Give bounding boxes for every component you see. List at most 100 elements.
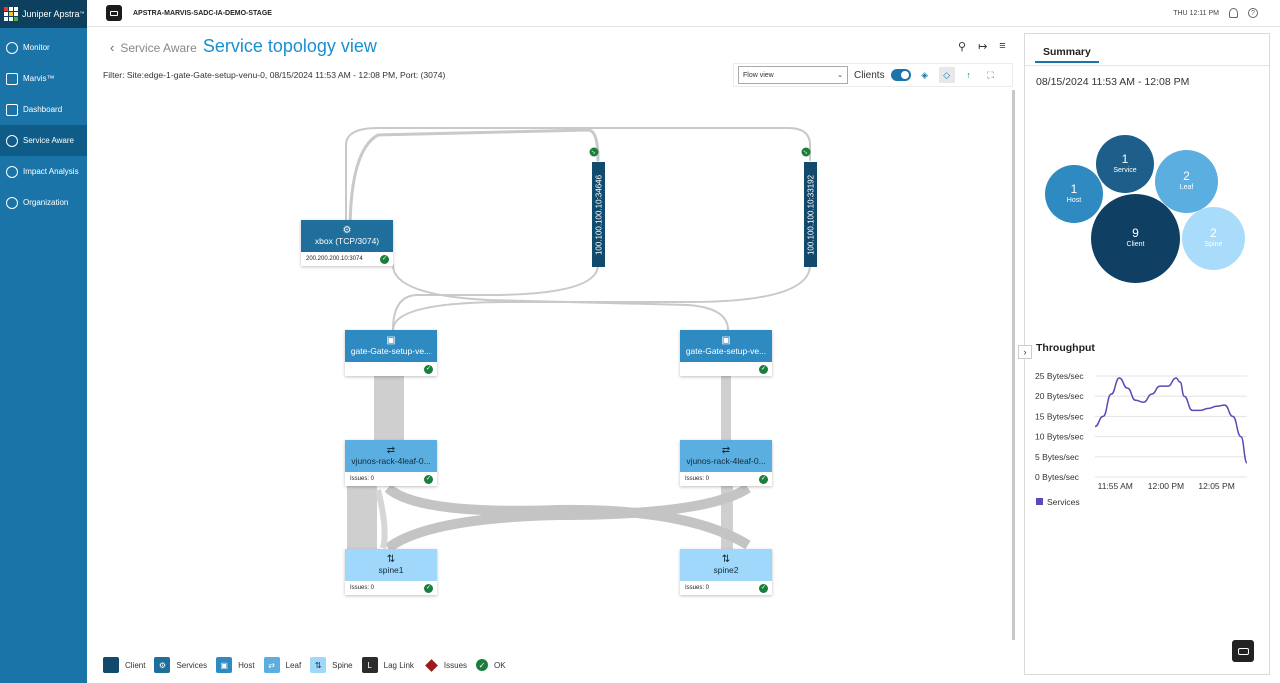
view-select[interactable]: Flow view⌄ [738, 66, 848, 84]
legend-label: Issues [443, 660, 468, 670]
legend-item: ⇄Leaf [263, 657, 301, 673]
issues-count: Issues: 0 [685, 585, 710, 591]
y-tick-label: 0 Bytes/sec [1035, 472, 1080, 482]
sidebar-item-dashboard[interactable]: Dashboard [0, 94, 87, 125]
breadcrumb[interactable]: Service Aware [120, 41, 197, 55]
arrow-up-icon[interactable]: ↑ [966, 70, 971, 80]
service-aware-icon [6, 134, 18, 147]
sidebar-item-marvis[interactable]: Marvis™ [0, 63, 87, 94]
legend-item: L Lag Link [361, 657, 414, 673]
y-tick-label: 20 Bytes/sec [1035, 391, 1084, 401]
summary-panel: Summary 08/15/2024 11:53 AM - 12:08 PM 1… [1018, 33, 1270, 675]
juniper-logo-icon [4, 7, 18, 21]
back-chevron-icon[interactable]: ‹ [110, 40, 115, 55]
legend-label: Spine [332, 660, 353, 670]
filter-icon[interactable]: ≡ [999, 40, 1006, 52]
app-fab-icon[interactable] [1232, 640, 1254, 662]
issues-count: Issues: 0 [350, 476, 375, 482]
leaf-node[interactable]: ⇄vjunos-rack-4leaf-0... Issues: 0✓ [680, 440, 772, 486]
leaf-node-label: vjunos-rack-4leaf-0... [351, 456, 431, 466]
y-tick-label: 5 Bytes/sec [1035, 452, 1080, 462]
monitor-icon [6, 41, 18, 54]
bubble-label: Leaf [1179, 184, 1194, 191]
throughput-title: Throughput [1036, 342, 1095, 354]
service-node[interactable]: ⚙xbox (TCP/3074) 200.200.200.10:3074 ✓ [301, 220, 393, 266]
host-node[interactable]: ▣gate-Gate-setup-ve... ✓ [680, 330, 772, 376]
sidebar-item-organization[interactable]: Organization [0, 187, 87, 218]
sidebar-item-service-aware[interactable]: Service Aware [0, 125, 87, 156]
ok-icon: ✓ [476, 659, 489, 671]
current-time: THU 12:11 PM [1173, 9, 1219, 17]
bubble-count: 9 [1132, 226, 1139, 240]
summary-date-range: 08/15/2024 11:53 AM - 12:08 PM [1036, 76, 1190, 88]
services-icon: ⚙ [342, 225, 352, 236]
ok-check-icon: ✓ [424, 474, 433, 484]
topbar: APSTRA-MARVIS-SADC-IA-DEMO-STAGE THU 12:… [87, 0, 1280, 27]
org-name[interactable]: APSTRA-MARVIS-SADC-IA-DEMO-STAGE [133, 9, 272, 17]
collapse-panel-chevron-icon[interactable]: › [1018, 345, 1032, 359]
x-tick-label: 11:55 AM [1098, 481, 1133, 491]
client-node[interactable]: ✓ 100.100.100.10:34646 [589, 147, 605, 267]
legend-swatch [1036, 498, 1043, 505]
issues-count: Issues: 0 [350, 585, 375, 591]
y-tick-label: 25 Bytes/sec [1035, 371, 1084, 381]
clients-toggle[interactable] [890, 69, 911, 81]
canvas-scrollbar[interactable] [1012, 90, 1015, 640]
brand-tm: ™ [79, 11, 85, 17]
services-icon: ⚙ [154, 657, 171, 673]
bubble-count: 1 [1070, 181, 1078, 196]
bubble-count: 1 [1121, 151, 1129, 166]
ok-check-icon: ✓ [380, 254, 389, 264]
fullscreen-icon[interactable]: ⛶ [987, 69, 994, 80]
layers-icon[interactable]: ◇ [938, 67, 955, 83]
spine-node[interactable]: ⇅spine1 Issues: 0✓ [345, 549, 437, 595]
bubble-label: Client [1126, 241, 1145, 248]
bubble-label: Host [1066, 196, 1082, 204]
sidebar-item-monitor[interactable]: Monitor [0, 32, 87, 63]
impact-analysis-icon [6, 165, 18, 178]
host-node-label: gate-Gate-setup-ve... [350, 346, 432, 356]
lag-link-icon: L [361, 657, 378, 673]
search-icon[interactable]: ⚲ [958, 41, 967, 53]
spine-node-label: spine1 [378, 565, 404, 575]
export-icon[interactable]: ↦ [978, 41, 988, 53]
legend-item: Issues [423, 658, 468, 672]
bubble-count: 2 [1210, 226, 1217, 240]
host-icon: ▣ [386, 335, 396, 346]
sidebar-item-impact-analysis[interactable]: Impact Analysis [0, 156, 87, 187]
sidebar-item-label: Organization [23, 198, 69, 207]
leaf-node-label: vjunos-rack-4leaf-0... [686, 456, 766, 466]
topology-links [345, 127, 811, 553]
leaf-node[interactable]: ⇄vjunos-rack-4leaf-0... Issues: 0✓ [345, 440, 437, 486]
locate-icon[interactable]: ◈ [921, 69, 929, 80]
legend-label: Lag Link [383, 660, 414, 670]
user-icon[interactable] [1229, 8, 1238, 18]
ok-check-icon: ✓ [759, 474, 768, 484]
ok-check-icon: ✓ [801, 147, 811, 157]
legend-item: ⇅ Spine [310, 657, 353, 673]
view-select-value: Flow view [743, 71, 774, 79]
legend-series-name: Services [1047, 497, 1080, 507]
clients-label: Clients [854, 69, 885, 81]
legend-item: Client [103, 657, 145, 673]
app-switcher-icon[interactable] [106, 5, 122, 21]
help-icon[interactable]: ? [1248, 8, 1258, 18]
spine-node[interactable]: ⇅spine2 Issues: 0✓ [680, 549, 772, 595]
ok-check-icon: ✓ [589, 147, 599, 157]
spine-icon: ⇅ [310, 657, 327, 673]
service-node-address: 200.200.200.10:3074 [306, 256, 363, 262]
tab-summary[interactable]: Summary [1035, 43, 1099, 63]
service-node-label: xbox (TCP/3074) [314, 236, 380, 246]
host-icon: ▣ [721, 335, 731, 346]
client-node[interactable]: ✓ 100.100.100.10:33192 [801, 147, 817, 267]
legend-label: Client [125, 660, 146, 670]
host-node[interactable]: ▣gate-Gate-setup-ve... ✓ [345, 330, 437, 376]
topology-canvas[interactable]: ⚙xbox (TCP/3074) 200.200.200.10:3074 ✓ ✓ … [88, 90, 1010, 650]
legend-item: ⚙Services [154, 657, 207, 673]
